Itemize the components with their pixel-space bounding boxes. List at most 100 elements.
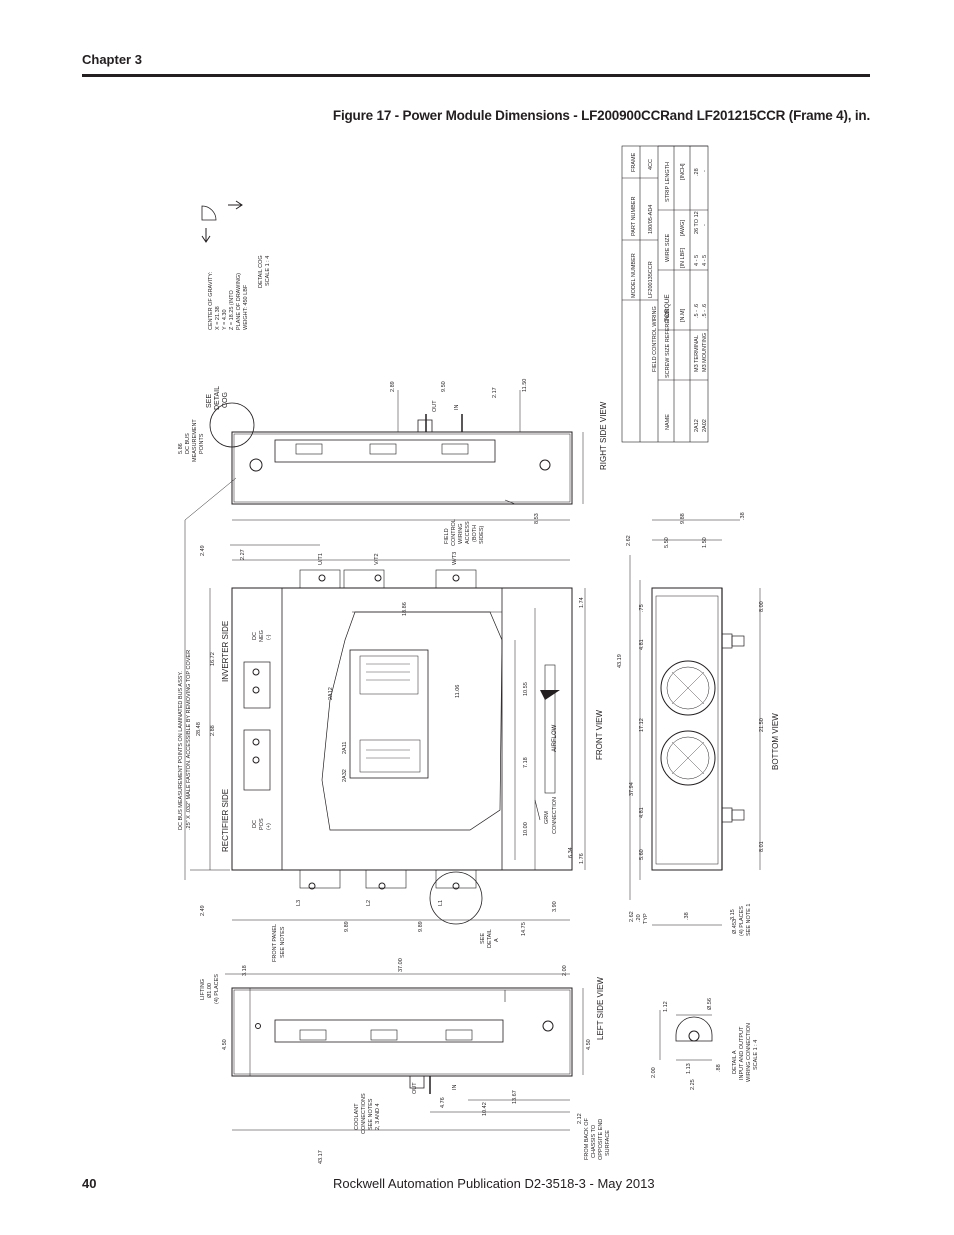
table-part-value: 180/05-AD4 xyxy=(648,205,654,234)
terminal-l3: L3 xyxy=(296,900,302,906)
front-view xyxy=(184,477,586,925)
cog-6: WEIGHT: 450 LBF xyxy=(243,284,249,330)
dim-right-3: 2.17 xyxy=(492,387,498,398)
field-control-2: CONTROL xyxy=(451,519,457,546)
table-row-2-inch: - xyxy=(702,170,708,172)
see-detail-cog-1: SEE xyxy=(206,394,213,408)
dim-right-5: 8.53 xyxy=(534,513,540,524)
table-header-model: MODEL NUMBER xyxy=(631,253,637,298)
field-control-5: (BOTH xyxy=(472,525,478,542)
table-section: FIELD CONTROL WIRING xyxy=(652,306,658,372)
coolant-label-1: COOLANT xyxy=(354,1103,360,1130)
dim-bottom-11: 4.81 xyxy=(639,807,645,818)
see-detail-cog-2: DETAIL xyxy=(214,386,221,410)
dc-pos-label-1: DC xyxy=(252,820,258,828)
wiring-table-grid xyxy=(621,145,709,443)
right-side-view xyxy=(209,390,584,521)
dim-bottom-12: 5.60 xyxy=(639,849,645,860)
detail-a-4: SCALE 1 : 4 xyxy=(753,1040,759,1070)
chapter-label: Chapter 3 xyxy=(82,52,142,67)
dim-front-15: 10.00 xyxy=(523,822,529,836)
dcbus-points-3: MEASUREMENT xyxy=(192,419,198,462)
table-row-1-screw: M3 TERMINAL xyxy=(694,335,700,372)
terminal-vt2: V/T2 xyxy=(374,553,380,565)
dim-left-1: 3.18 xyxy=(242,965,248,976)
field-control-4: ACCESS xyxy=(465,521,471,544)
dcbus-note-line-2: .25" X .032" MALE FASTON. ACCESSIBLE BY … xyxy=(186,650,192,830)
table-row-1-inch: .28 xyxy=(694,168,700,176)
coolant-label-4: 2, 3 AND 4 xyxy=(375,1103,381,1130)
dim-detail-a-1: 1.12 xyxy=(663,1001,669,1012)
table-frame-value: 4CC xyxy=(648,159,654,170)
dim-front-11: 18.86 xyxy=(402,602,408,616)
table-col-strip: STRIP LENGTH xyxy=(665,162,671,202)
dim-front-13: 10.55 xyxy=(523,682,529,696)
dim-front-9: 14.75 xyxy=(521,922,527,936)
detail-cog-2: SCALE 1 : 4 xyxy=(265,256,271,286)
page-number: 40 xyxy=(82,1176,97,1191)
dim-front-17: 1.76 xyxy=(579,853,585,864)
dim-front-6: 2.49 xyxy=(200,905,206,916)
dim-bottom-9: 17.12 xyxy=(639,718,645,732)
table-col-torque: TORQUE xyxy=(664,294,671,322)
dim-right-2: 9.50 xyxy=(441,381,447,392)
dim-front-16: 1.74 xyxy=(579,597,585,608)
dim-bottom-2: 5.50 xyxy=(664,537,670,548)
airflow-label: AIRFLOW xyxy=(552,724,558,752)
coolant-label-2: CONNECTIONS xyxy=(361,1093,367,1134)
table-row-1-name: 2A12 xyxy=(694,419,700,432)
terminal-l2: L2 xyxy=(366,900,372,906)
dim-left-9: 43.17 xyxy=(318,1150,324,1164)
board-2a11: 2A11 xyxy=(342,742,348,754)
dim-detail-a-3: 2.00 xyxy=(651,1067,657,1078)
terminal-ut1: U/T1 xyxy=(318,553,324,565)
dim-front-18: 6.34 xyxy=(568,847,574,858)
cog-4: Z = 18.25 (INTO xyxy=(229,289,235,330)
dim-front-4: 28.48 xyxy=(196,722,202,736)
table-col-name: NAME xyxy=(665,414,671,430)
table-col-nm: [N.M] xyxy=(680,308,686,322)
table-row-1-awg: 26 TO 12 xyxy=(694,211,700,234)
table-header-part: PART NUMBER xyxy=(631,197,637,236)
lifting-label-3: (4) PLACES xyxy=(214,974,220,1004)
dim-bottom-3: 1.50 xyxy=(702,537,708,548)
dim-bottom-7: .75 xyxy=(639,604,645,612)
dim-detail-a-2: Ø.56 xyxy=(707,998,713,1010)
field-control-6: SIDES) xyxy=(479,525,485,544)
table-col-awg: [AWG] xyxy=(680,220,686,236)
table-row-1-nm: .5 - .6 xyxy=(694,304,700,318)
front-panel-label-1: FRONT PANEL xyxy=(272,924,278,962)
table-row-2-nm: .5 - .6 xyxy=(702,304,708,318)
detail-a xyxy=(659,1010,713,1061)
left-side-view-label: LEFT SIDE VIEW xyxy=(596,977,605,1040)
typ-1: 2.62 xyxy=(629,911,635,922)
dim-bottom-8: 4.81 xyxy=(639,639,645,650)
table-col-screw: SCREW SIZE REFERENCE xyxy=(665,308,671,378)
field-control-1: FIELD xyxy=(444,528,450,544)
detail-a-2: INPUT AND OUTPUT xyxy=(739,1026,745,1080)
inverter-side-label: INVERTER SIDE xyxy=(221,621,230,682)
dim-detail-a-5: 2.25 xyxy=(690,1079,696,1090)
from-back-3: OPPOSITE END xyxy=(598,1119,604,1160)
detail-a-1: DETAIL A xyxy=(732,1050,738,1074)
right-in: IN xyxy=(454,404,460,410)
publication-footer: Rockwell Automation Publication D2-3518-… xyxy=(333,1176,655,1191)
dcbus-points-2: DC BUS xyxy=(185,433,191,454)
cog-1: CENTER OF GRAVITY: xyxy=(208,271,214,330)
dc-neg-label-1: DC xyxy=(252,632,258,640)
dc-neg-label-2: NEG xyxy=(259,630,265,642)
dim-front-14: 7.18 xyxy=(523,757,529,768)
detail-cog-1: DETAIL COG xyxy=(258,255,264,288)
left-side-view xyxy=(225,973,584,1131)
dim-right-4: 11.50 xyxy=(522,379,528,392)
dim-bottom-10: 37.94 xyxy=(629,782,635,796)
right-out: OUT xyxy=(432,400,438,412)
dim-bottom-13: 8.00 xyxy=(759,601,765,612)
field-control-3: WIRING xyxy=(458,524,464,544)
from-back-1: FROM BACK OF xyxy=(584,1117,590,1160)
see-detail-cog-3: COG xyxy=(222,392,229,408)
rectifier-side-label: RECTIFIER SIDE xyxy=(221,789,230,852)
dc-pos-label-2: POS xyxy=(259,818,265,830)
typ-3: TYP xyxy=(643,913,649,924)
